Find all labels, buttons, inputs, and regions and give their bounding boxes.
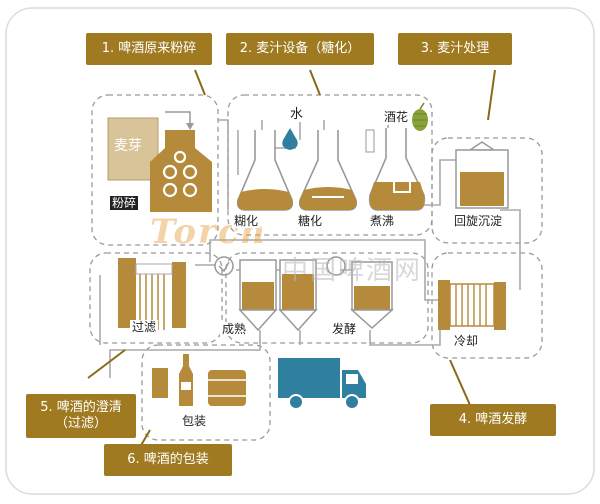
delivery-truck-icon <box>278 358 366 410</box>
step-6-callout: 6. 啤酒的包装 <box>104 444 232 476</box>
pipe-1 <box>218 119 229 210</box>
label-package: 包装 <box>180 414 209 428</box>
wort-cooler <box>438 280 506 330</box>
flow-arrow-malt <box>165 111 191 125</box>
boil-kettle <box>368 128 426 211</box>
mill-machine <box>150 130 212 212</box>
pipe-5 <box>418 159 470 206</box>
pipe-9 <box>109 330 261 378</box>
group-cooling <box>431 252 543 359</box>
label-cool: 冷却 <box>452 334 481 348</box>
label-hops: 酒花 <box>382 110 411 124</box>
pump-icons <box>214 256 346 276</box>
label-mash: 糊化 <box>232 214 261 228</box>
step-4-callout: 4. 啤酒发酵 <box>430 404 556 436</box>
label-filter: 过滤 <box>130 320 159 334</box>
lauter-tun <box>298 130 358 211</box>
group-wort <box>431 137 543 244</box>
label-malt: 麦芽 <box>114 138 142 154</box>
group-milling <box>91 94 219 246</box>
beer-can <box>152 368 168 398</box>
mash-tun <box>236 130 294 211</box>
malt-bag <box>107 117 159 181</box>
water-drop-icon <box>282 128 298 150</box>
step-1-callout: 1. 啤酒原来粉碎 <box>86 33 212 65</box>
hops-icon <box>412 102 428 131</box>
maturation-tank-b <box>278 259 318 332</box>
pipe-11 <box>369 320 441 346</box>
flow-arrowhead-malt <box>186 123 194 130</box>
filter-press <box>118 258 186 330</box>
whirlpool-tank <box>455 141 509 209</box>
mill-rollers <box>162 150 198 198</box>
beer-bottle <box>179 354 193 406</box>
group-packaging <box>141 344 271 441</box>
beer-keg <box>208 370 246 406</box>
outer-frame <box>5 7 595 495</box>
step-5-callout: 5. 啤酒的澄清 （过滤） <box>26 394 136 438</box>
label-mill: 粉碎 <box>110 196 139 210</box>
pipe-6 <box>500 209 521 290</box>
step-2-callout: 2. 麦汁设备（糖化） <box>226 33 374 65</box>
hop-doser <box>365 129 375 153</box>
group-filter <box>89 252 223 344</box>
fermentation-tank <box>350 261 394 330</box>
label-boil: 煮沸 <box>368 214 397 228</box>
watermark-site: 中国啤酒网 <box>282 256 423 286</box>
label-whirlpool: 回旋沉淀 <box>452 214 505 228</box>
label-saccharify: 糖化 <box>296 214 325 228</box>
maturation-tank-a <box>238 259 278 332</box>
label-ferment: 发酵 <box>330 322 359 336</box>
pipe-7 <box>209 239 438 301</box>
label-water: 水 <box>288 107 306 122</box>
group-fermentation <box>225 252 429 344</box>
step-3-callout: 3. 麦汁处理 <box>398 33 512 65</box>
label-mature: 成熟 <box>220 322 249 336</box>
